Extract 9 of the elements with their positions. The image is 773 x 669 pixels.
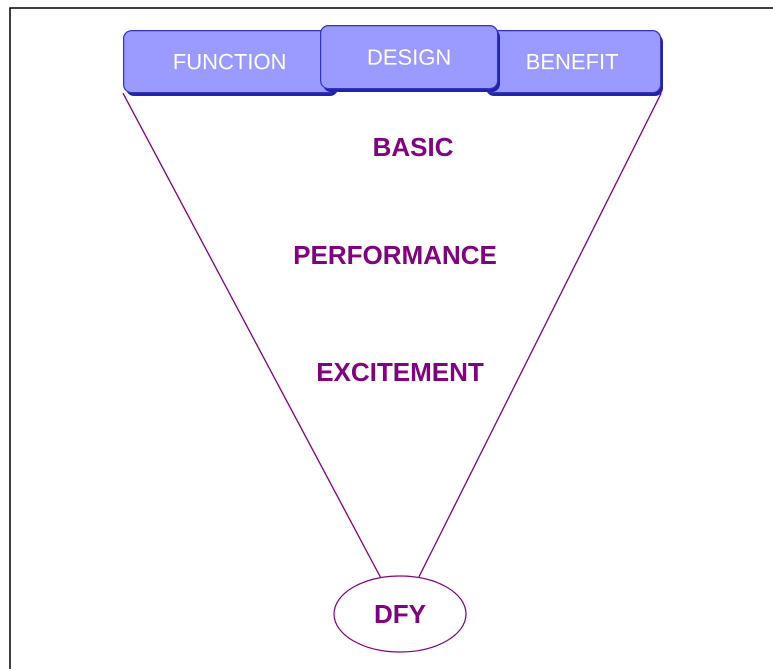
- tab-box: FUNCTION: [123, 30, 338, 96]
- level-label: PERFORMANCE: [294, 246, 496, 264]
- funnel-line: [418, 92, 662, 578]
- tab-box: DESIGN: [320, 25, 500, 92]
- level-label: EXCITEMENT: [318, 362, 484, 382]
- funnel-line: [122, 92, 381, 578]
- oval: DFY: [333, 575, 467, 653]
- level-label: BASIC: [374, 138, 453, 156]
- tab-box: BENEFIT: [483, 30, 663, 96]
